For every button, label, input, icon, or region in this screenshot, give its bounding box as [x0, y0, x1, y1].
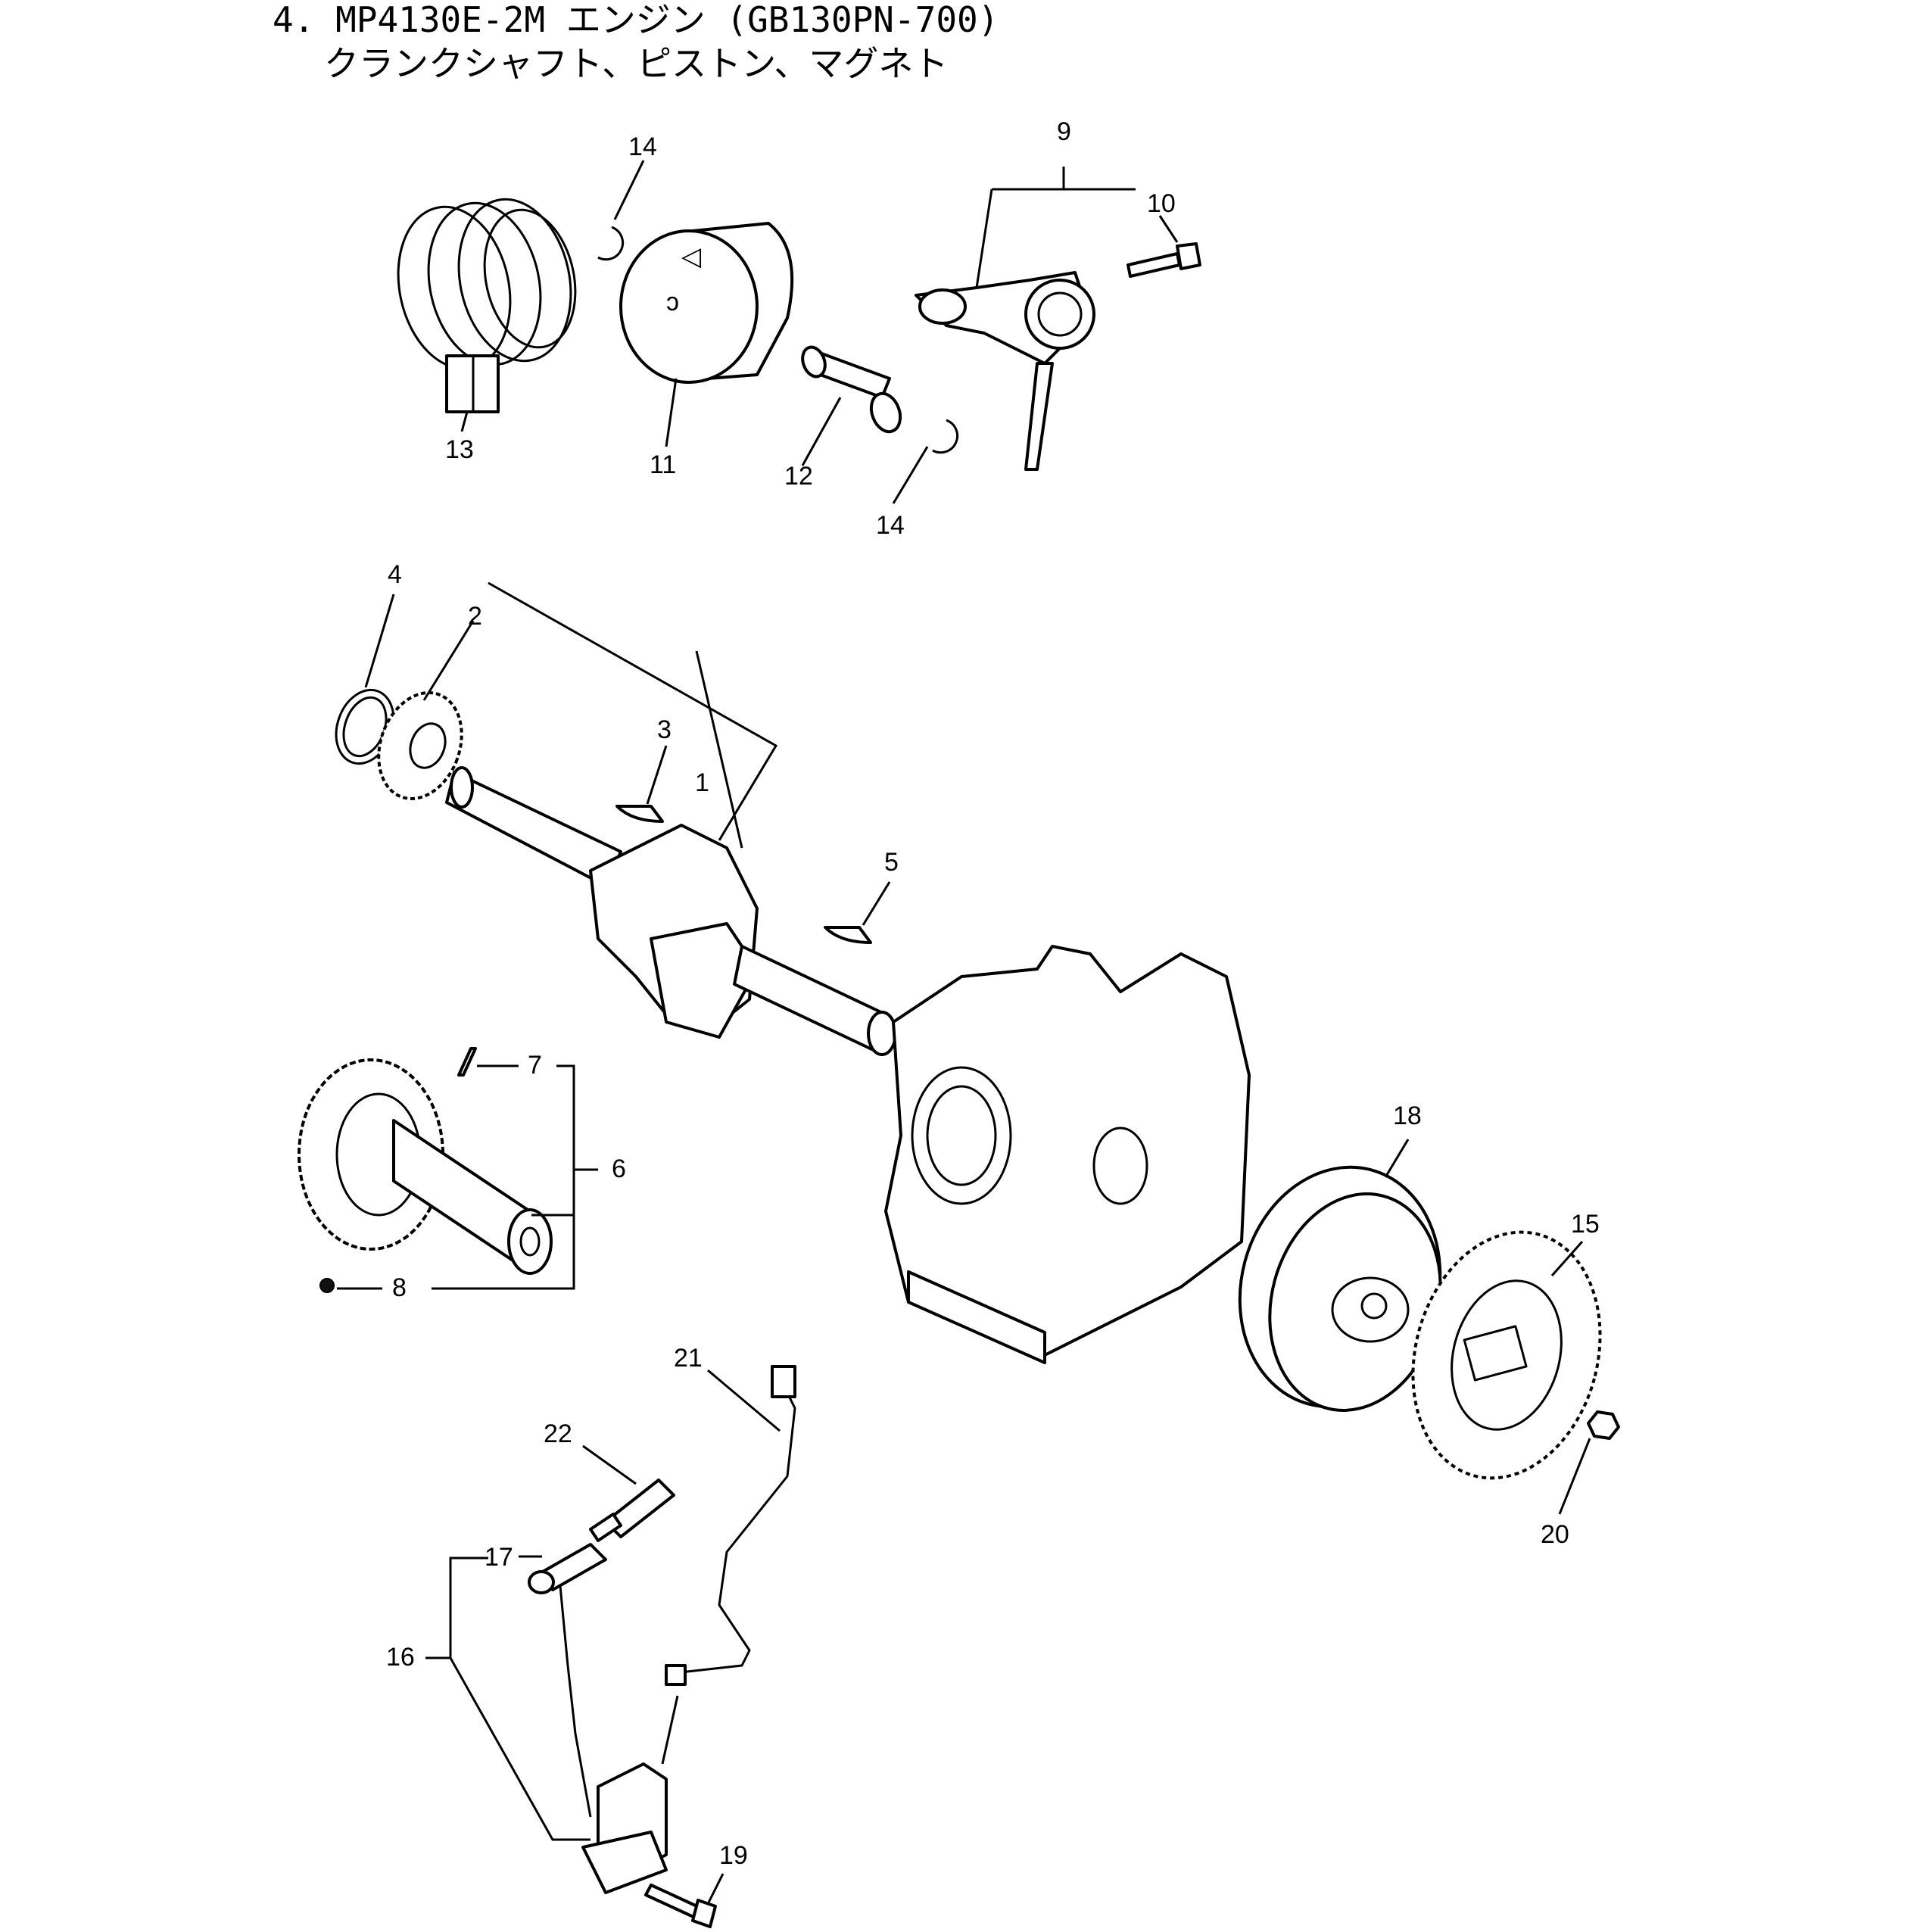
- crankshaft-key-5: [824, 926, 872, 944]
- connecting-rod: [915, 271, 1095, 471]
- diagram-title-line1: 4. MP4130E-2M エンジン (GB130PN-700): [273, 0, 999, 40]
- circlip-lower: [932, 419, 959, 454]
- camshaft-assembly: [298, 1058, 553, 1275]
- callout-14-lower: 14: [876, 511, 905, 540]
- piston: ◁ ᴐ: [619, 222, 794, 384]
- callout-1: 1: [695, 768, 709, 797]
- callout-21: 21: [674, 1344, 703, 1373]
- callout-10: 10: [1147, 189, 1176, 218]
- piston-pin: [801, 345, 902, 434]
- cooling-fan: [1411, 1230, 1602, 1480]
- crankshaft-gear: [377, 691, 463, 800]
- callout-14-upper: 14: [628, 132, 657, 161]
- callout-11: 11: [650, 450, 676, 479]
- svg-text:ᴐ: ᴐ: [666, 288, 679, 316]
- callout-17: 17: [485, 1543, 513, 1572]
- piston-rings: [397, 198, 577, 413]
- callout-9: 9: [1057, 117, 1071, 146]
- crankshaft-key-3: [615, 805, 664, 823]
- crankcase: [884, 945, 1251, 1364]
- camshaft-pin: [457, 1047, 477, 1077]
- callout-3: 3: [657, 715, 672, 744]
- callout-7: 7: [528, 1051, 542, 1080]
- leader-lines: [337, 160, 1591, 1905]
- camshaft-ball: [319, 1278, 335, 1293]
- callout-22: 22: [544, 1419, 572, 1448]
- diagram-title-line2: クランクシャフト、ピストン、マグネト: [324, 43, 948, 84]
- callout-12: 12: [784, 462, 813, 491]
- callout-6: 6: [612, 1155, 626, 1183]
- connecting-rod-bolt: [1126, 242, 1201, 278]
- crankshaft: [445, 766, 897, 1056]
- callout-16: 16: [386, 1643, 415, 1672]
- ignition-coil: [528, 1543, 668, 1894]
- circlip-upper: [597, 226, 625, 261]
- callout-20: 20: [1541, 1520, 1569, 1549]
- callout-8: 8: [392, 1273, 407, 1302]
- spark-plug: [589, 1479, 675, 1542]
- callout-13: 13: [445, 435, 474, 464]
- callout-2: 2: [468, 602, 482, 631]
- callout-19: 19: [719, 1841, 748, 1870]
- callout-5: 5: [884, 848, 899, 877]
- flywheel-nut: [1587, 1410, 1620, 1440]
- callout-15: 15: [1571, 1210, 1600, 1239]
- coil-bolt: [644, 1884, 717, 1928]
- callout-18: 18: [1393, 1102, 1422, 1130]
- flywheel: [1238, 1165, 1442, 1412]
- callout-4: 4: [388, 560, 402, 589]
- svg-text:◁: ◁: [681, 242, 702, 271]
- stop-switch-wire: [673, 1377, 796, 1675]
